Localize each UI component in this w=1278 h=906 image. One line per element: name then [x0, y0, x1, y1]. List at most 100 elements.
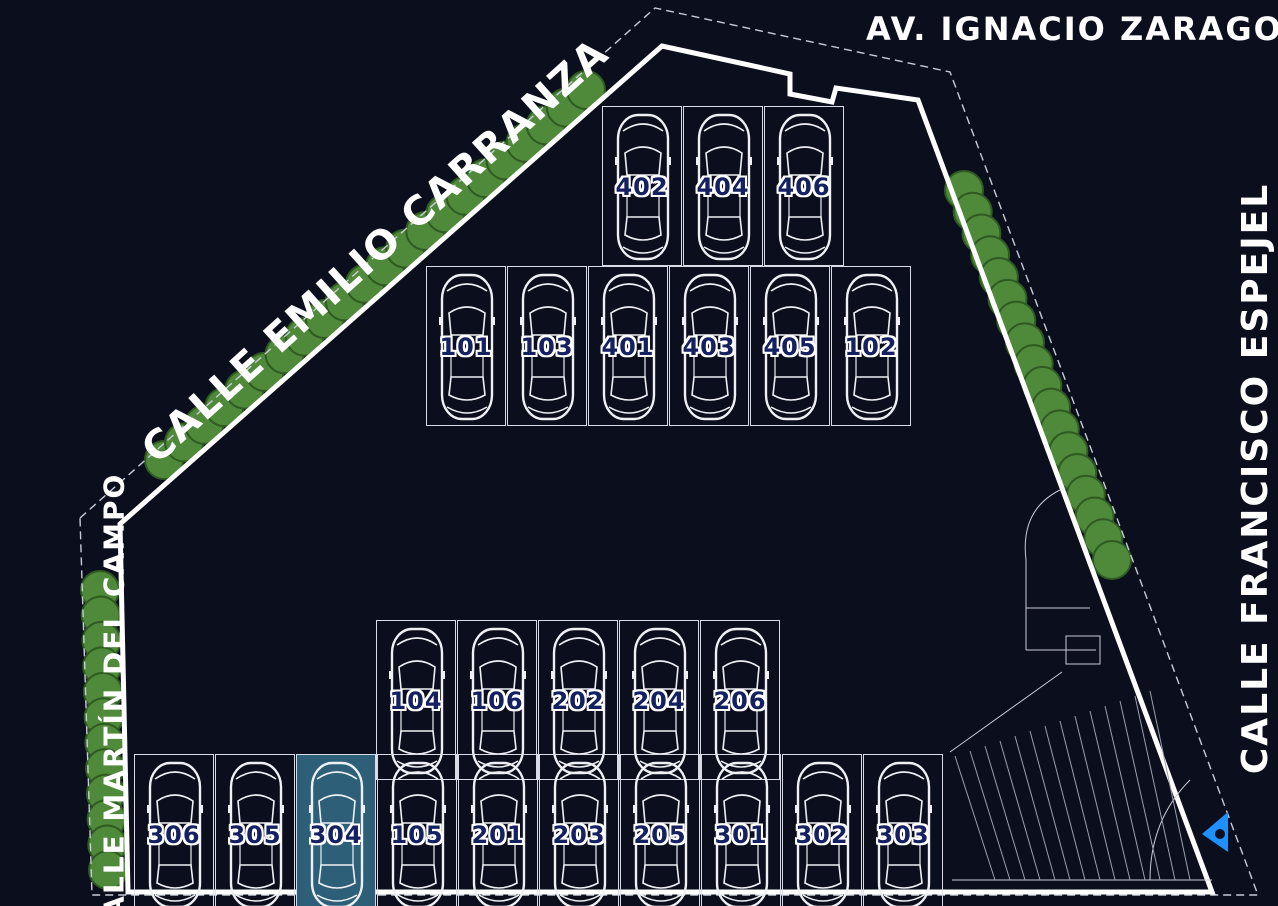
spot-number: 402: [615, 173, 669, 201]
ramp-stripe: [1029, 730, 1071, 881]
location-pin-icon[interactable]: [1198, 808, 1232, 856]
location-pin-dot: [1215, 829, 1225, 839]
car-icon: [713, 627, 769, 775]
spot-number: 405: [763, 333, 817, 361]
ramp-stripe: [999, 740, 1041, 881]
parking-spot-103[interactable]: 103: [507, 266, 587, 426]
car-icon: [714, 761, 770, 906]
ramp-stripe: [1104, 705, 1146, 881]
ramp-stripe: [1059, 720, 1101, 881]
street-label-martin-del-campo: CALLE MARTÍN DEL CAMPO: [97, 472, 131, 906]
car-icon: [763, 273, 819, 421]
spot-number: 403: [682, 333, 736, 361]
parking-spot-205[interactable]: 205: [620, 754, 700, 906]
parking-spot-403[interactable]: 403: [669, 266, 749, 426]
parking-spot-106[interactable]: 106: [457, 620, 537, 780]
ramp: [949, 489, 1212, 881]
car-icon: [795, 761, 851, 906]
car-icon: [601, 273, 657, 421]
spot-number: 203: [552, 821, 606, 849]
spot-number: 301: [714, 821, 768, 849]
spot-number: 106: [470, 687, 524, 715]
ramp-stripe: [954, 755, 996, 881]
ramp-stripe: [969, 750, 1011, 881]
spot-number: 101: [439, 333, 493, 361]
spot-number: 104: [389, 687, 443, 715]
parking-spot-302[interactable]: 302: [782, 754, 862, 906]
ramp-stripe: [1014, 735, 1056, 881]
spot-number: 102: [844, 333, 898, 361]
property-line: [79, 7, 1260, 896]
car-icon: [844, 273, 900, 421]
parking-spot-405[interactable]: 405: [750, 266, 830, 426]
car-icon: [552, 761, 608, 906]
spot-number: 205: [633, 821, 687, 849]
parking-spot-104[interactable]: 104: [376, 620, 456, 780]
location-pin-shape: [1202, 812, 1228, 852]
car-icon: [633, 761, 689, 906]
parking-spot-401[interactable]: 401: [588, 266, 668, 426]
spot-number: 201: [471, 821, 525, 849]
tree-icon: [566, 70, 606, 110]
spot-number: 404: [696, 173, 750, 201]
spot-number: 202: [551, 687, 605, 715]
spot-number: 105: [390, 821, 444, 849]
car-icon: [520, 273, 576, 421]
parking-spot-204[interactable]: 204: [619, 620, 699, 780]
parking-spot-201[interactable]: 201: [458, 754, 538, 906]
tree-rows: [80, 70, 1132, 890]
spot-number: 302: [795, 821, 849, 849]
parking-spot-203[interactable]: 203: [539, 754, 619, 906]
spot-number: 401: [601, 333, 655, 361]
car-icon: [439, 273, 495, 421]
parking-spot-304[interactable]: 304: [296, 754, 376, 906]
parking-spot-105[interactable]: 105: [377, 754, 457, 906]
car-icon: [876, 761, 932, 906]
parking-spot-406[interactable]: 406: [764, 106, 844, 266]
ramp-stripes: [954, 690, 1191, 881]
spot-number: 306: [147, 821, 201, 849]
car-icon: [682, 273, 738, 421]
car-icon: [632, 627, 688, 775]
street-label-francisco-espejel: CALLE FRANCISCO ESPEJEL: [1235, 182, 1277, 775]
car-icon: [471, 761, 527, 906]
car-icon: [228, 761, 284, 906]
spot-number: 406: [777, 173, 831, 201]
car-icon: [777, 113, 833, 261]
spot-number: 303: [876, 821, 930, 849]
car-icon: [147, 761, 203, 906]
car-icon: [390, 761, 446, 906]
parking-spot-102[interactable]: 102: [831, 266, 911, 426]
spot-number: 305: [228, 821, 282, 849]
parking-spot-305[interactable]: 305: [215, 754, 295, 906]
spot-number: 304: [309, 821, 363, 849]
parking-spot-303[interactable]: 303: [863, 754, 943, 906]
parking-spot-206[interactable]: 206: [700, 620, 780, 780]
ramp-stripe: [1149, 690, 1191, 881]
parking-spot-402[interactable]: 402: [602, 106, 682, 266]
ramp-stripe: [1089, 710, 1131, 881]
parking-spot-301[interactable]: 301: [701, 754, 781, 906]
parking-spot-306[interactable]: 306: [134, 754, 214, 906]
car-icon: [551, 627, 607, 775]
car-icon: [615, 113, 671, 261]
tree-icon: [1092, 540, 1132, 580]
ramp-stripe: [1119, 700, 1161, 881]
street-label-ignacio-zaragoza: AV. IGNACIO ZARAGOZA: [866, 10, 1278, 48]
ramp-stripe: [1134, 695, 1176, 881]
car-icon: [470, 627, 526, 775]
spot-number: 206: [713, 687, 767, 715]
building-outline: [117, 43, 1216, 895]
car-icon: [389, 627, 445, 775]
parking-spot-404[interactable]: 404: [683, 106, 763, 266]
ramp-stripe: [1044, 725, 1086, 881]
parking-spot-202[interactable]: 202: [538, 620, 618, 780]
ramp-stripe: [1074, 715, 1116, 881]
spot-number: 204: [632, 687, 686, 715]
car-icon: [309, 761, 365, 906]
spot-number: 103: [520, 333, 574, 361]
ramp-stripe: [984, 745, 1026, 881]
parking-spot-101[interactable]: 101: [426, 266, 506, 426]
